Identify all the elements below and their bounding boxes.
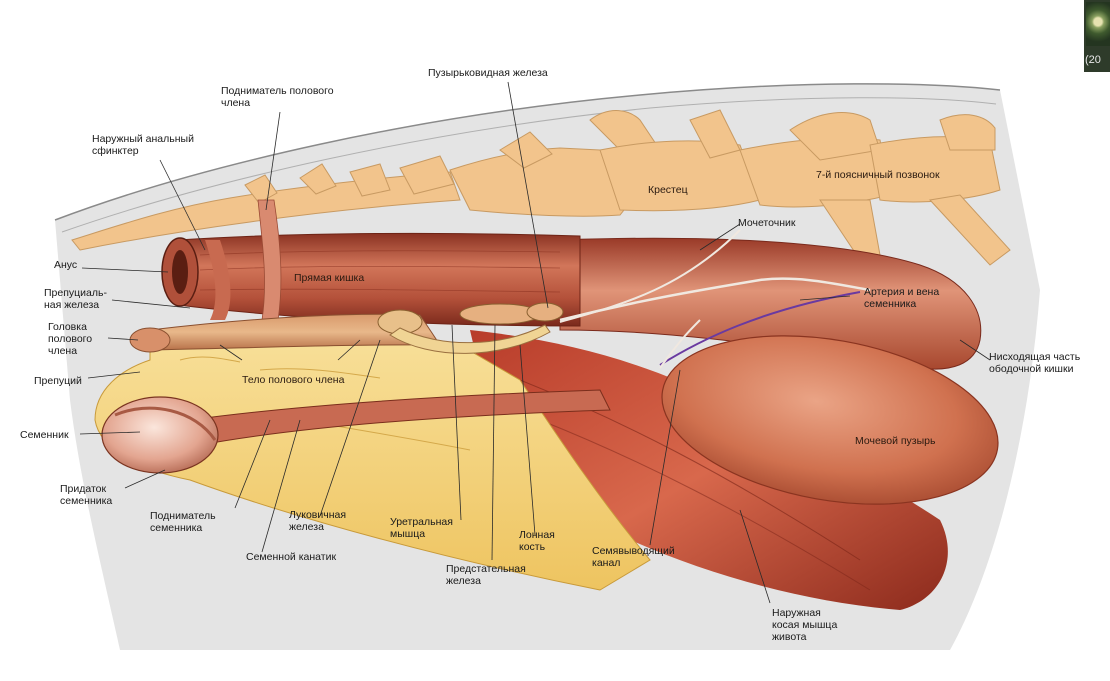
label-lumbar-vertebra: 7-й поясничный позвонок xyxy=(816,169,940,181)
label-pubic-bone: Лонная кость xyxy=(519,529,555,553)
label-vesicular-gland: Пузырьковидная железа xyxy=(428,67,548,79)
label-cremaster: Подниматель семенника xyxy=(150,510,216,534)
label-rectum: Прямая кишка xyxy=(294,272,365,284)
label-bladder: Мочевой пузырь xyxy=(855,435,936,447)
label-epididymis: Придаток семенника xyxy=(60,483,113,507)
thumbnail-caption: (20 xyxy=(1085,54,1101,66)
spine xyxy=(71,109,1011,266)
label-penis-levator: Подниматель полового члена xyxy=(221,85,334,109)
label-descending-colon: Нисходящая часть ободочной кишки xyxy=(989,351,1081,375)
label-ureter: Мочеточник xyxy=(738,217,796,229)
label-preputial-gland: Препуциаль- ная железа xyxy=(44,287,107,311)
label-vas-deferens: Семявыводящий канал xyxy=(592,545,675,569)
label-urethral-muscle: Уретральная мышца xyxy=(390,516,453,540)
leader-lines xyxy=(79,81,991,604)
label-bulbourethral-gland: Луковичная железа xyxy=(289,509,347,533)
label-anus: Анус xyxy=(54,259,78,271)
label-anal-sphincter: Наружный анальный сфинктер xyxy=(92,133,194,157)
label-glans-penis: Головка полового члена xyxy=(48,321,93,357)
label-external-oblique: Наружная косая мышца живота xyxy=(772,607,838,643)
label-prostate: Предстательная железа xyxy=(446,563,526,587)
label-spermatic-cord: Семенной канатик xyxy=(246,551,337,563)
thumbnail-image xyxy=(1086,2,1110,46)
bladder xyxy=(661,335,999,505)
label-sacrum: Крестец xyxy=(648,184,688,196)
label-penis-body: Тело полового члена xyxy=(242,374,345,386)
label-prepuce: Препуций xyxy=(34,375,82,387)
thumbnail-preview[interactable]: (20 xyxy=(1084,0,1110,72)
label-testis: Семенник xyxy=(20,429,69,441)
label-testicular-artery-vein: Артерия и вена семенника xyxy=(864,286,940,310)
